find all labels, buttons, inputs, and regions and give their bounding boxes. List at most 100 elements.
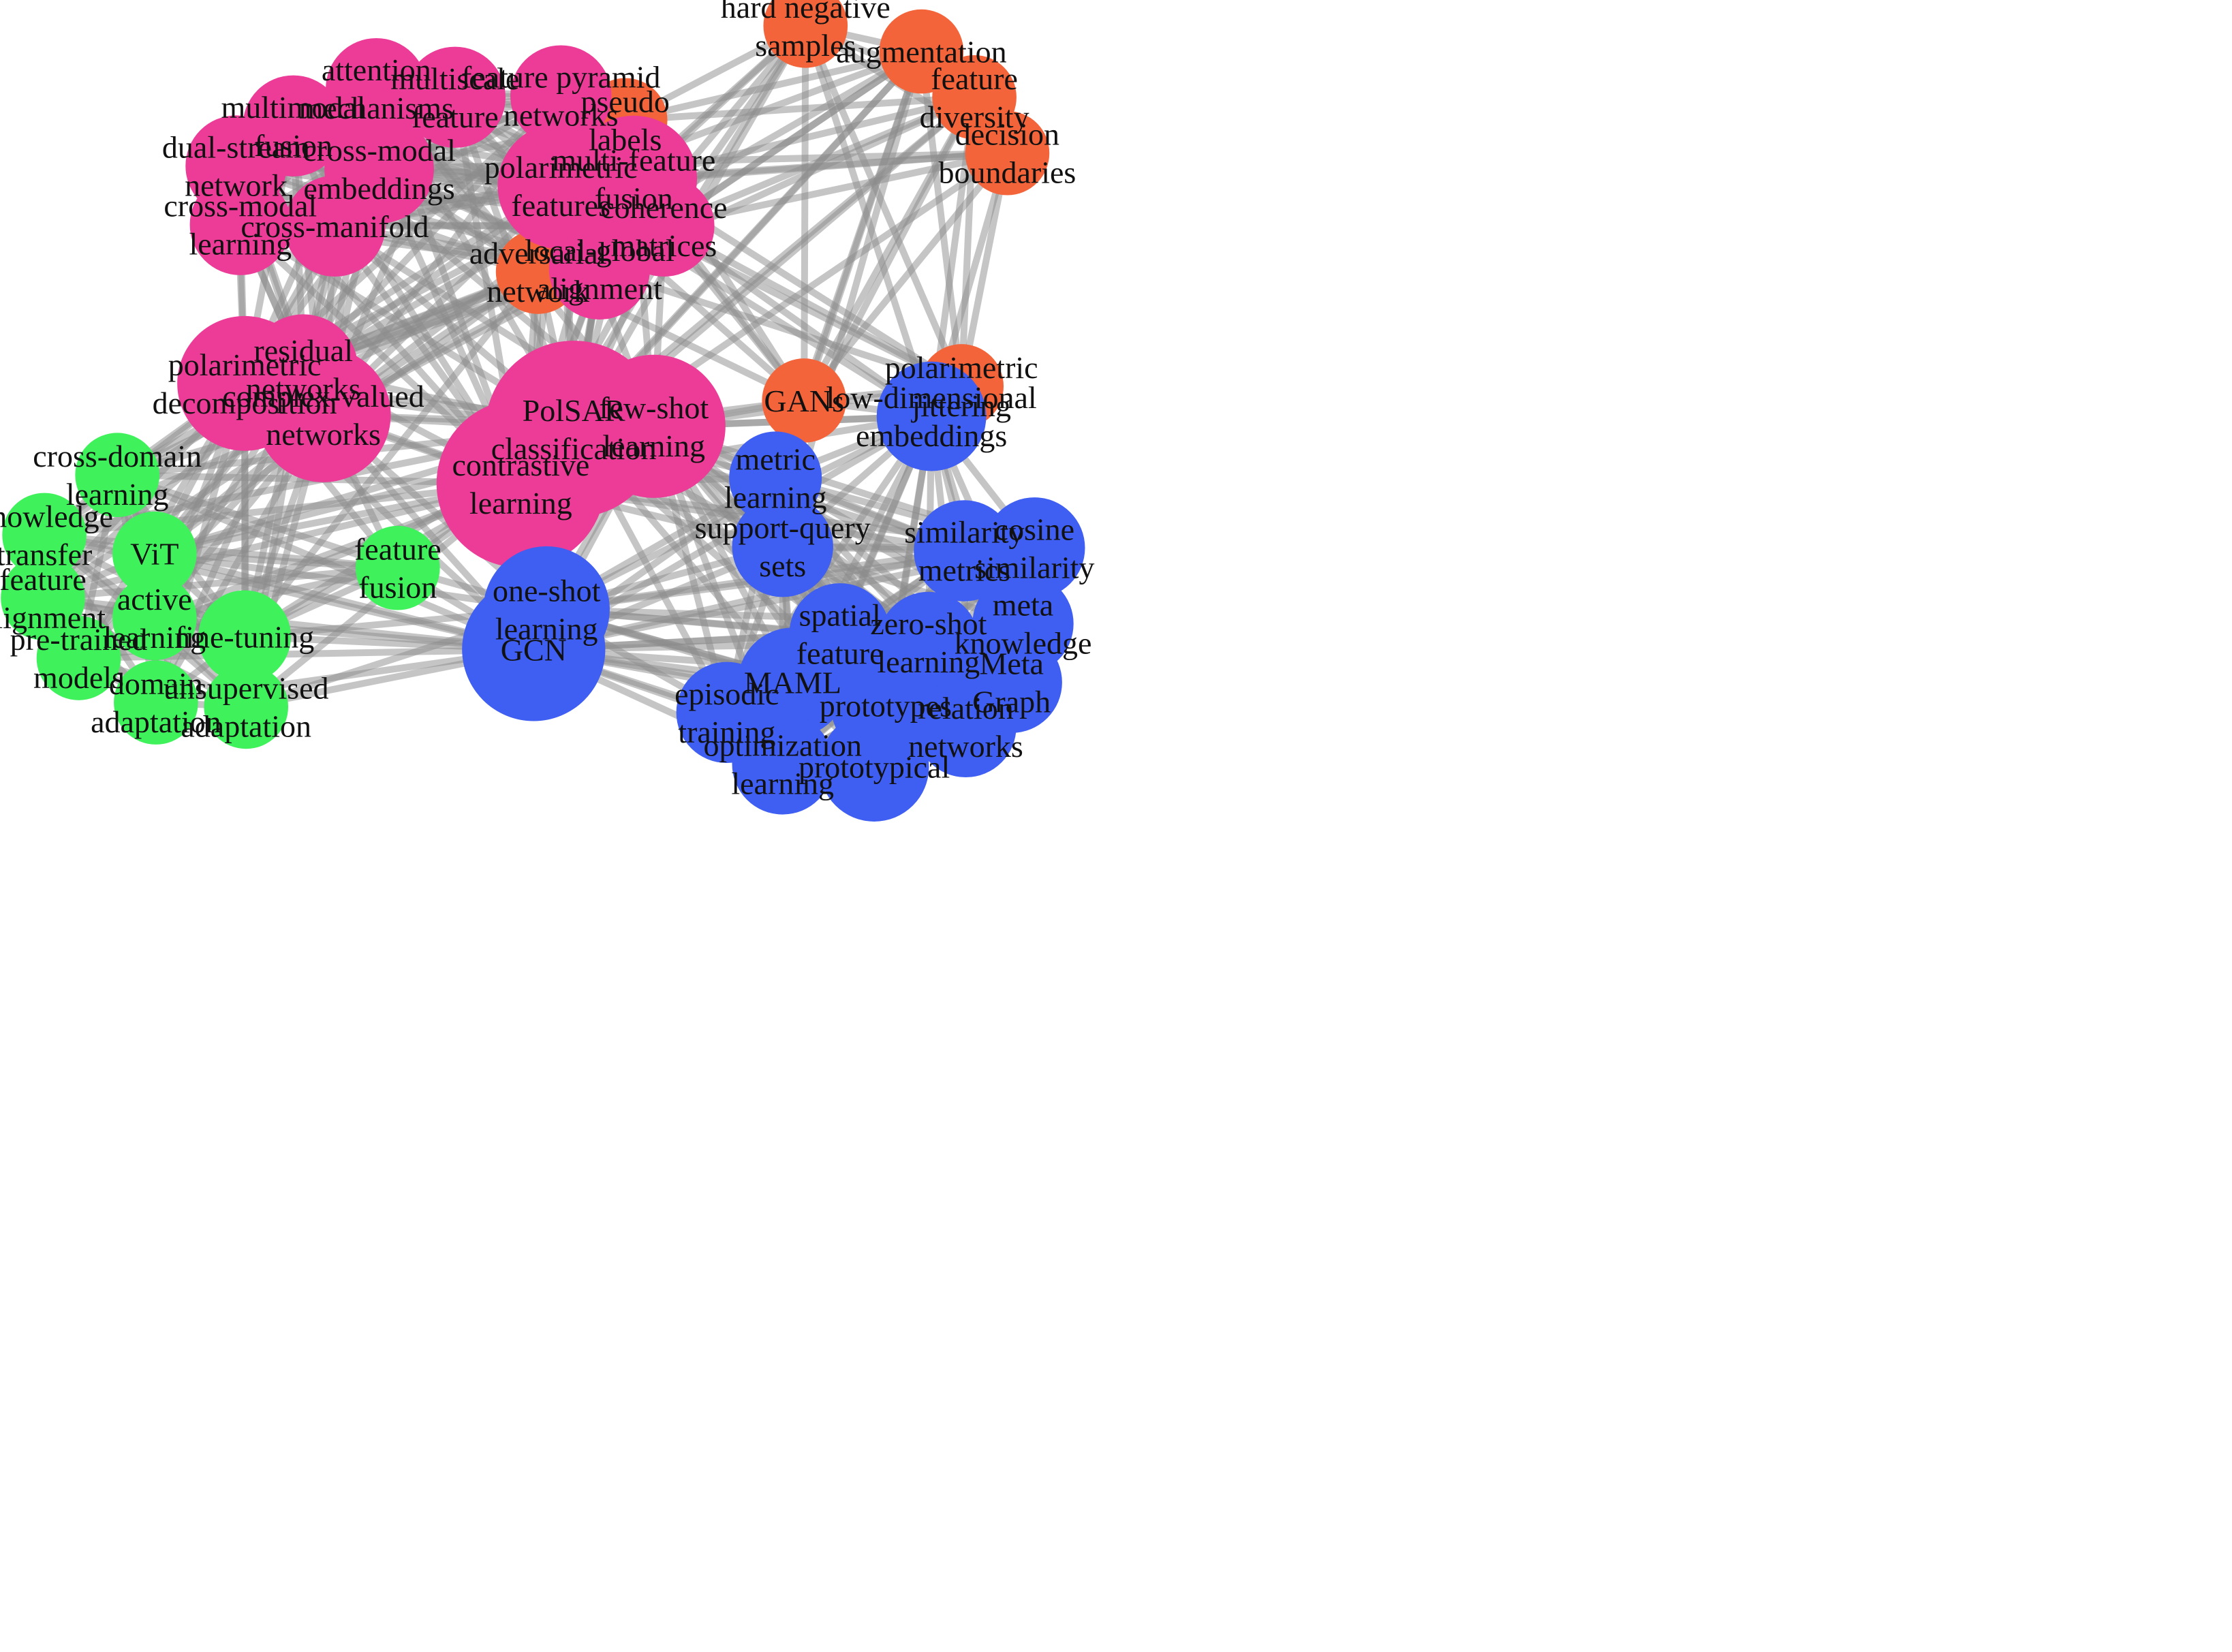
node-label-line: decision: [955, 117, 1059, 152]
node-label-line: polarimetric: [885, 350, 1038, 385]
node-label-line: networks: [266, 417, 381, 452]
node-label-line: diversity: [920, 99, 1029, 134]
edge-feature_alignment--feature_fusion: [40, 564, 401, 602]
node-label-line: ViT: [130, 537, 179, 572]
node-knowledge-transfer[interactable]: [2, 493, 87, 578]
node-label-line: embeddings: [856, 418, 1007, 453]
node-feature-fusion[interactable]: [355, 525, 440, 610]
node-support-query-sets[interactable]: [732, 496, 833, 597]
node-label-line: learning: [103, 620, 206, 655]
node-label-line: residual: [253, 333, 353, 368]
node-cross-domain-learning[interactable]: [75, 433, 160, 518]
node-label-line: metric: [735, 441, 816, 476]
node-label-line: zero-shot: [870, 606, 987, 641]
node-label-line: boundaries: [938, 155, 1076, 190]
node-complex-valued-networks[interactable]: [255, 347, 391, 482]
node-local-global-alignment[interactable]: [548, 218, 651, 320]
node-label-line: feature: [931, 61, 1018, 96]
node-label-augmentation: augmentation: [836, 35, 1006, 69]
node-gans[interactable]: [762, 358, 847, 443]
node-domain-adaptation[interactable]: [114, 660, 198, 745]
node-label-maml: MAML: [744, 666, 841, 700]
node-low-dimensional-embeddings[interactable]: [876, 361, 987, 471]
node-attention-mechanisms[interactable]: [326, 38, 427, 140]
node-label-vit: ViT: [130, 537, 179, 572]
node-label-line: local-global: [525, 233, 675, 268]
node-label-line: multimodal: [221, 90, 365, 125]
node-label-line: features: [511, 188, 610, 223]
node-gcn[interactable]: [462, 578, 606, 721]
node-relation-networks[interactable]: [915, 676, 1017, 777]
node-label-line: networks: [503, 98, 619, 133]
node-label-line: alignment: [0, 600, 106, 635]
node-feature-pyramid-networks[interactable]: [510, 45, 612, 146]
node-label-line: prototypes: [820, 688, 952, 723]
node-unsupervised-adaptation[interactable]: [204, 664, 289, 749]
node-label-line: fusion: [254, 128, 332, 163]
node-active-learning[interactable]: [112, 576, 197, 661]
node-multiscale-feature[interactable]: [404, 46, 506, 148]
node-label-line: network: [486, 274, 589, 309]
node-pre-trained-models[interactable]: [36, 616, 121, 700]
edge-vit--one_shot_learning: [151, 550, 551, 613]
node-label-line: polarimetric: [168, 347, 322, 382]
node-label-line: matrices: [610, 228, 717, 263]
node-label-line: networks: [908, 729, 1023, 764]
node-label-line: pre-trained: [10, 622, 148, 657]
node-few-shot-learning[interactable]: [582, 354, 726, 498]
node-label-line: learning: [731, 766, 834, 800]
node-label-line: contrastive: [452, 448, 589, 482]
node-label-cross-manifold: cross-manifold: [241, 209, 429, 244]
node-label-line: meta: [993, 588, 1053, 623]
node-label-line: unsupervised: [164, 670, 329, 705]
node-label-line: fusion: [595, 181, 673, 216]
node-label-line: PolSAR: [523, 393, 625, 428]
node-label-line: adaptation: [91, 704, 221, 739]
node-label-line: GANs: [764, 384, 844, 418]
node-label-line: polarimetric: [484, 150, 638, 185]
node-hard-negative-samples[interactable]: [763, 0, 848, 68]
node-fine-tuning[interactable]: [198, 590, 292, 683]
node-label-line: low-dimensional: [826, 380, 1037, 415]
node-cosine-similarity[interactable]: [984, 497, 1085, 599]
node-layer: [1, 0, 1085, 822]
node-prototypical[interactable]: [819, 712, 929, 822]
node-contrastive-learning[interactable]: [436, 399, 606, 568]
node-label-gans: GANs: [764, 384, 844, 418]
node-optimization-learning[interactable]: [732, 713, 833, 815]
node-label-line: support-query: [695, 510, 871, 545]
node-label-line: knowledge: [955, 626, 1092, 661]
node-label-line: dual-stream: [162, 130, 310, 165]
node-label-hard-negative-samples: hard negative samples: [721, 0, 890, 63]
node-vit[interactable]: [112, 511, 197, 596]
node-label-line: hard negative: [721, 0, 890, 25]
node-label-line: optimization: [703, 728, 862, 762]
node-label-line: networks: [246, 371, 361, 406]
node-label-line: learning: [66, 477, 169, 512]
node-label-prototypes: prototypes: [820, 688, 952, 723]
node-label-optimization-learning: optimization learning: [703, 728, 862, 800]
node-cross-manifold[interactable]: [284, 175, 386, 277]
node-label-line: samples: [755, 28, 856, 63]
node-cross-modal-learning[interactable]: [189, 174, 291, 275]
node-decision-boundaries[interactable]: [965, 110, 1050, 196]
node-label-line: models: [33, 660, 124, 695]
node-label-line: episodic: [675, 676, 779, 711]
node-label-line: cosine: [995, 512, 1075, 546]
